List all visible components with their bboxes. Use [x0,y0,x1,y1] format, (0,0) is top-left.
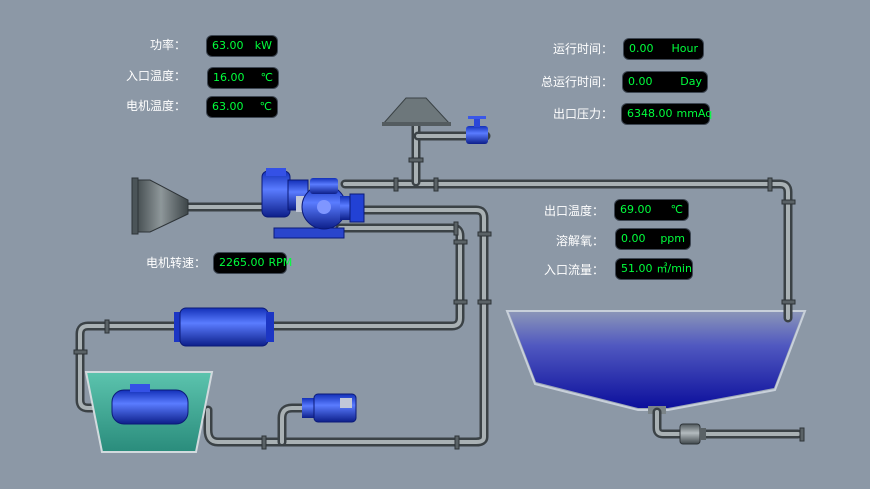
pipes [75,117,803,447]
inlet-flow-unit: ㎥/min [656,262,692,275]
settling-tank [505,310,807,414]
pump-icon[interactable] [302,393,357,423]
motor-speed-unit: RPM [268,256,293,269]
inlet-temp-value: 16.00 [213,71,245,84]
inlet-flow-readout: 51.00 ㎥/min [616,259,692,279]
outlet-pressure-value: 6348.00 [627,107,673,120]
vent-hood-icon [381,97,452,126]
inlet-temp-unit: ℃ [260,71,273,84]
run-time-value: 0.00 [629,42,654,55]
inlet-temp-readout: 16.00 ℃ [208,68,278,88]
total-run-time-readout: 0.00 Day [623,72,707,92]
filter-icon[interactable] [174,307,274,347]
total-run-time-value: 0.00 [628,75,653,88]
motor-temp-value: 63.00 [212,100,244,113]
dissolved-oxygen-unit: ppm [660,232,685,245]
outlet-temp-unit: ℃ [670,203,683,216]
pipe-joints [73,157,805,450]
motor-temp-readout: 63.00 ℃ [207,97,277,117]
dissolved-oxygen-label: 溶解氧： [555,234,604,248]
power-unit: kW [254,39,272,52]
run-time-label: 运行时间： [552,42,613,56]
outlet-pressure-readout: 6348.00 mmAq [622,104,712,124]
dissolved-oxygen-readout: 0.00 ppm [616,229,690,249]
drain-valve-icon[interactable] [679,423,706,445]
blower-icon[interactable] [301,178,365,230]
motor-temp-label: 电机温度： [125,99,186,113]
outlet-temp-readout: 69.00 ℃ [615,200,688,220]
run-time-unit: Hour [671,42,699,55]
motor-speed-readout: 2265.00 RPM [214,253,292,273]
motor-temp-unit: ℃ [259,100,272,113]
power-value: 63.00 [212,39,244,52]
total-run-time-label: 总运行时间： [540,75,613,89]
outlet-pressure-unit: mmAq [676,107,713,120]
inlet-flow-value: 51.00 [621,262,653,275]
outlet-pressure-label: 出口压力： [552,107,613,121]
intake-cone-icon [131,177,189,235]
total-run-time-unit: Day [680,75,702,88]
outlet-temp-value: 69.00 [620,203,652,216]
run-time-readout: 0.00 Hour [624,39,703,59]
tank-liquid [509,312,803,408]
motor-speed-label: 电机转速： [145,256,206,270]
inlet-flow-label: 入口流量： [543,263,604,277]
dissolved-oxygen-value: 0.00 [621,232,646,245]
inlet-temp-label: 入口温度： [125,69,186,83]
power-label: 功率： [149,38,186,52]
outlet-temp-label: 出口温度： [543,204,604,218]
valve-icon[interactable] [466,116,488,144]
motor-speed-value: 2265.00 [219,256,265,269]
power-readout: 63.00 kW [207,36,277,56]
submerged-blower-icon[interactable] [111,384,189,425]
